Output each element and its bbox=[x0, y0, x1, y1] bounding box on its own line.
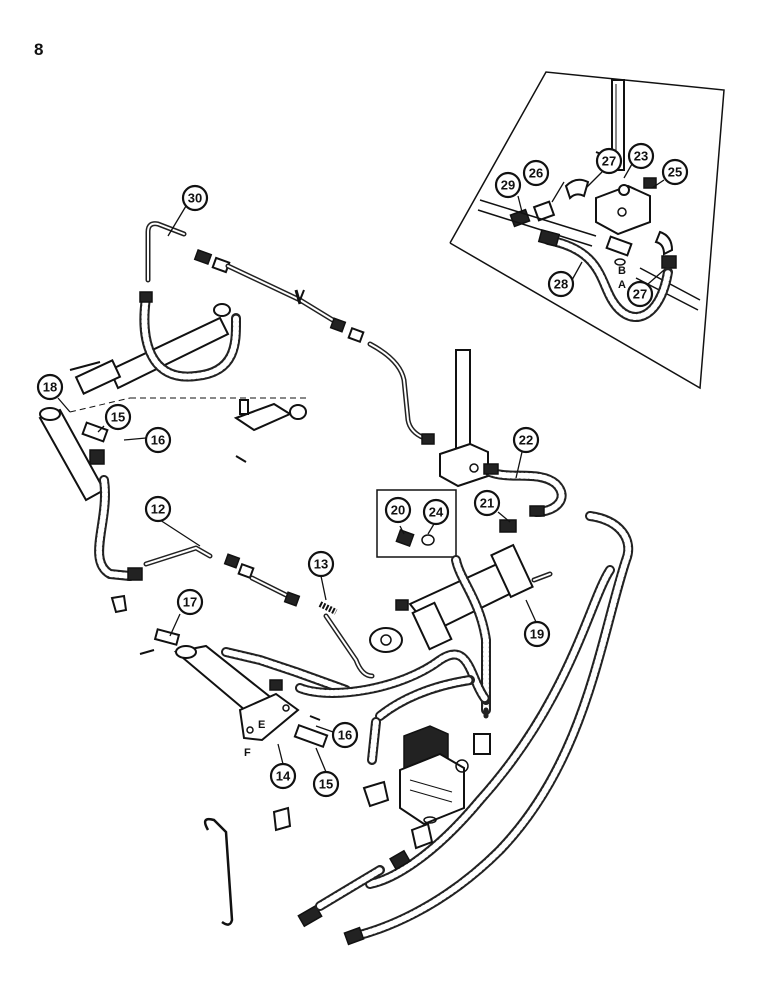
svg-text:21: 21 bbox=[480, 496, 494, 511]
svg-text:20: 20 bbox=[391, 503, 405, 518]
letter-f: F bbox=[244, 747, 251, 759]
callout-13: 13 bbox=[307, 550, 335, 578]
svg-text:15: 15 bbox=[111, 410, 125, 425]
svg-text:18: 18 bbox=[43, 380, 57, 395]
svg-text:23: 23 bbox=[634, 149, 648, 164]
clip-and-rod bbox=[203, 806, 292, 926]
seal-inset-box bbox=[376, 489, 457, 558]
callout-27-upper: 27 bbox=[595, 147, 623, 175]
tie-rod-assembly bbox=[145, 221, 435, 445]
svg-text:19: 19 bbox=[530, 627, 544, 642]
upper-cylinder bbox=[69, 291, 307, 463]
letter-e: E bbox=[258, 719, 265, 731]
svg-text:17: 17 bbox=[183, 595, 197, 610]
callout-14: 14 bbox=[269, 762, 297, 790]
svg-text:13: 13 bbox=[314, 557, 328, 572]
callout-22: 22 bbox=[512, 426, 540, 454]
callout-15-upper: 15 bbox=[104, 403, 132, 431]
inset-panel: B A bbox=[449, 71, 725, 390]
main-cylinder bbox=[369, 519, 553, 719]
long-hoses bbox=[297, 511, 634, 946]
callout-25: 25 bbox=[661, 158, 689, 186]
letter-a: A bbox=[618, 279, 626, 291]
callout-29: 29 bbox=[494, 171, 522, 199]
svg-text:27: 27 bbox=[602, 154, 616, 169]
svg-text:22: 22 bbox=[519, 433, 533, 448]
solenoid-valve bbox=[362, 725, 491, 850]
tube-12 bbox=[143, 545, 338, 615]
svg-text:16: 16 bbox=[151, 433, 165, 448]
callout-15-lower: 15 bbox=[312, 770, 340, 798]
callout-16-upper: 16 bbox=[144, 426, 172, 454]
callout-17: 17 bbox=[176, 588, 204, 616]
callout-24: 24 bbox=[422, 498, 450, 526]
svg-text:28: 28 bbox=[554, 277, 568, 292]
lower-cylinder: E F bbox=[139, 628, 329, 759]
callout-26: 26 bbox=[522, 159, 550, 187]
callout-20: 20 bbox=[384, 496, 412, 524]
callout-23: 23 bbox=[627, 142, 655, 170]
callout-21: 21 bbox=[473, 489, 501, 517]
svg-text:15: 15 bbox=[319, 777, 333, 792]
lower-hose-loop bbox=[221, 613, 491, 765]
svg-text:24: 24 bbox=[429, 505, 444, 520]
callout-28: 28 bbox=[547, 270, 575, 298]
callout-12: 12 bbox=[144, 495, 172, 523]
svg-text:12: 12 bbox=[151, 502, 165, 517]
callout-19: 19 bbox=[523, 620, 551, 648]
svg-text:30: 30 bbox=[188, 191, 202, 206]
svg-text:25: 25 bbox=[668, 165, 682, 180]
svg-text:14: 14 bbox=[276, 769, 291, 784]
svg-text:16: 16 bbox=[338, 728, 352, 743]
svg-text:27: 27 bbox=[633, 287, 647, 302]
control-valve bbox=[439, 349, 567, 517]
svg-text:29: 29 bbox=[501, 178, 515, 193]
callout-16-lower: 16 bbox=[331, 721, 359, 749]
callout-27-lower: 27 bbox=[626, 280, 654, 308]
page-number: 8 bbox=[34, 40, 44, 59]
callout-30: 30 bbox=[181, 184, 209, 212]
left-cylinder bbox=[38, 407, 143, 614]
svg-text:26: 26 bbox=[529, 166, 543, 181]
callout-18: 18 bbox=[36, 373, 64, 401]
letter-b: B bbox=[618, 265, 626, 277]
leader-lines bbox=[57, 163, 665, 773]
